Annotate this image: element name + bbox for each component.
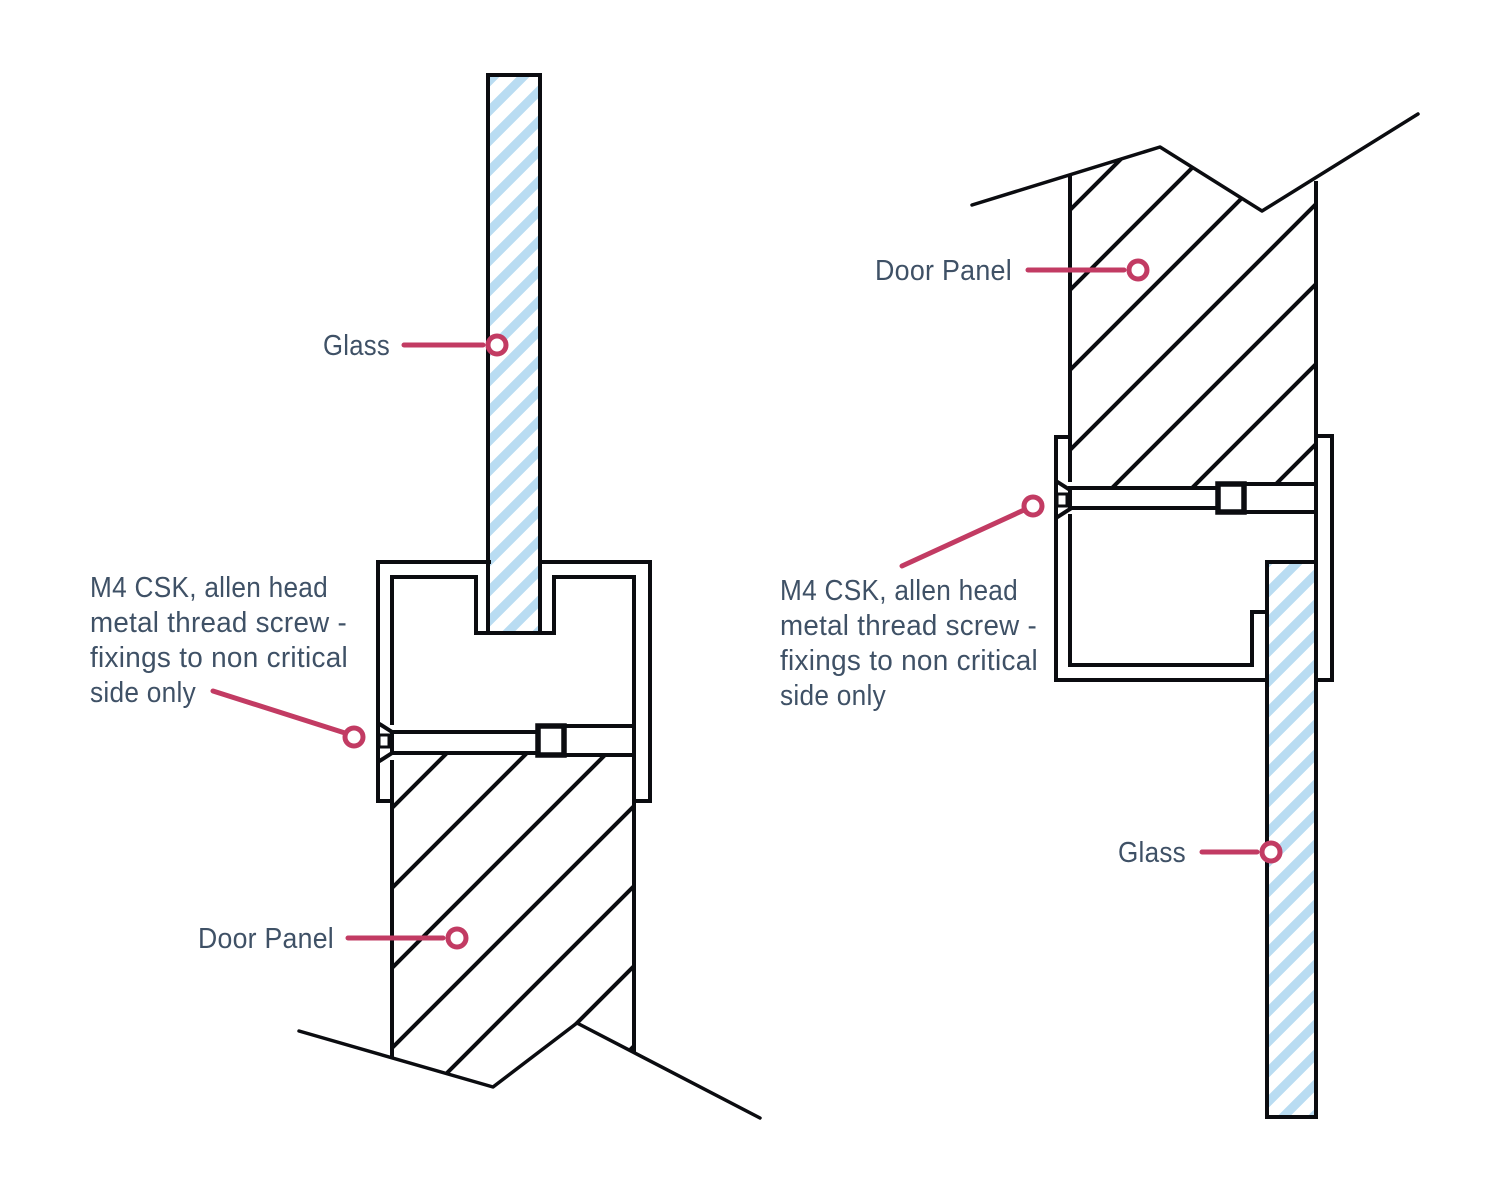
channel-outer-profile [1054,434,1334,682]
glass-leader-dot [485,333,509,357]
glass-panel [1265,560,1318,1119]
door-panel-label: Door Panel [875,255,1012,287]
door-panel-callout: Door Panel [875,255,1150,287]
channel-inner-profile [390,575,636,1059]
screw-nut [1215,481,1247,515]
door-panel-leader-dot [1126,258,1150,282]
door-panel-section [392,753,634,1087]
break-line [297,1021,762,1120]
screw-nut [535,723,567,758]
screw-assembly [1054,477,1318,522]
screw-note-callout: M4 CSK, allen head metal thread screw - … [90,572,366,749]
left-detail-section: Glass M4 CSK, allen head metal thread sc… [90,73,762,1120]
allen-socket-icon [1055,492,1069,508]
screw-note-leader-dot [1021,494,1045,518]
door-panel-leader-dot [445,926,469,950]
break-line [970,112,1420,213]
allen-socket-icon [377,733,391,749]
screw-shaft [1068,486,1220,510]
screw-assembly [376,719,636,766]
channel-outer-profile [376,560,652,803]
screw-shank-outer [536,724,636,757]
screw-note-label: M4 CSK, allen head metal thread screw - … [90,572,356,709]
screw-note-leader-line [899,507,1027,569]
screw-shank-outer [1216,482,1318,514]
glass-callout: Glass [323,330,509,362]
screw-note-callout: M4 CSK, allen head metal thread screw - … [780,494,1046,712]
door-panel-callout: Door Panel [198,923,469,955]
glass-label: Glass [1118,837,1186,869]
screw-note-leader-line [210,688,348,736]
right-detail-section: Door Panel M4 CSK, allen head metal thre… [780,112,1420,1119]
glass-callout: Glass [1118,837,1283,869]
door-panel-label: Door Panel [198,923,334,955]
door-panel-section [1070,147,1316,486]
channel-inner-profile [1068,514,1269,667]
screw-shaft [390,730,540,755]
screw-note-label: M4 CSK, allen head metal thread screw - … [780,575,1046,712]
glass-leader-dot [1259,840,1283,864]
screw-note-leader-dot [342,725,366,749]
glass-label: Glass [323,330,390,362]
